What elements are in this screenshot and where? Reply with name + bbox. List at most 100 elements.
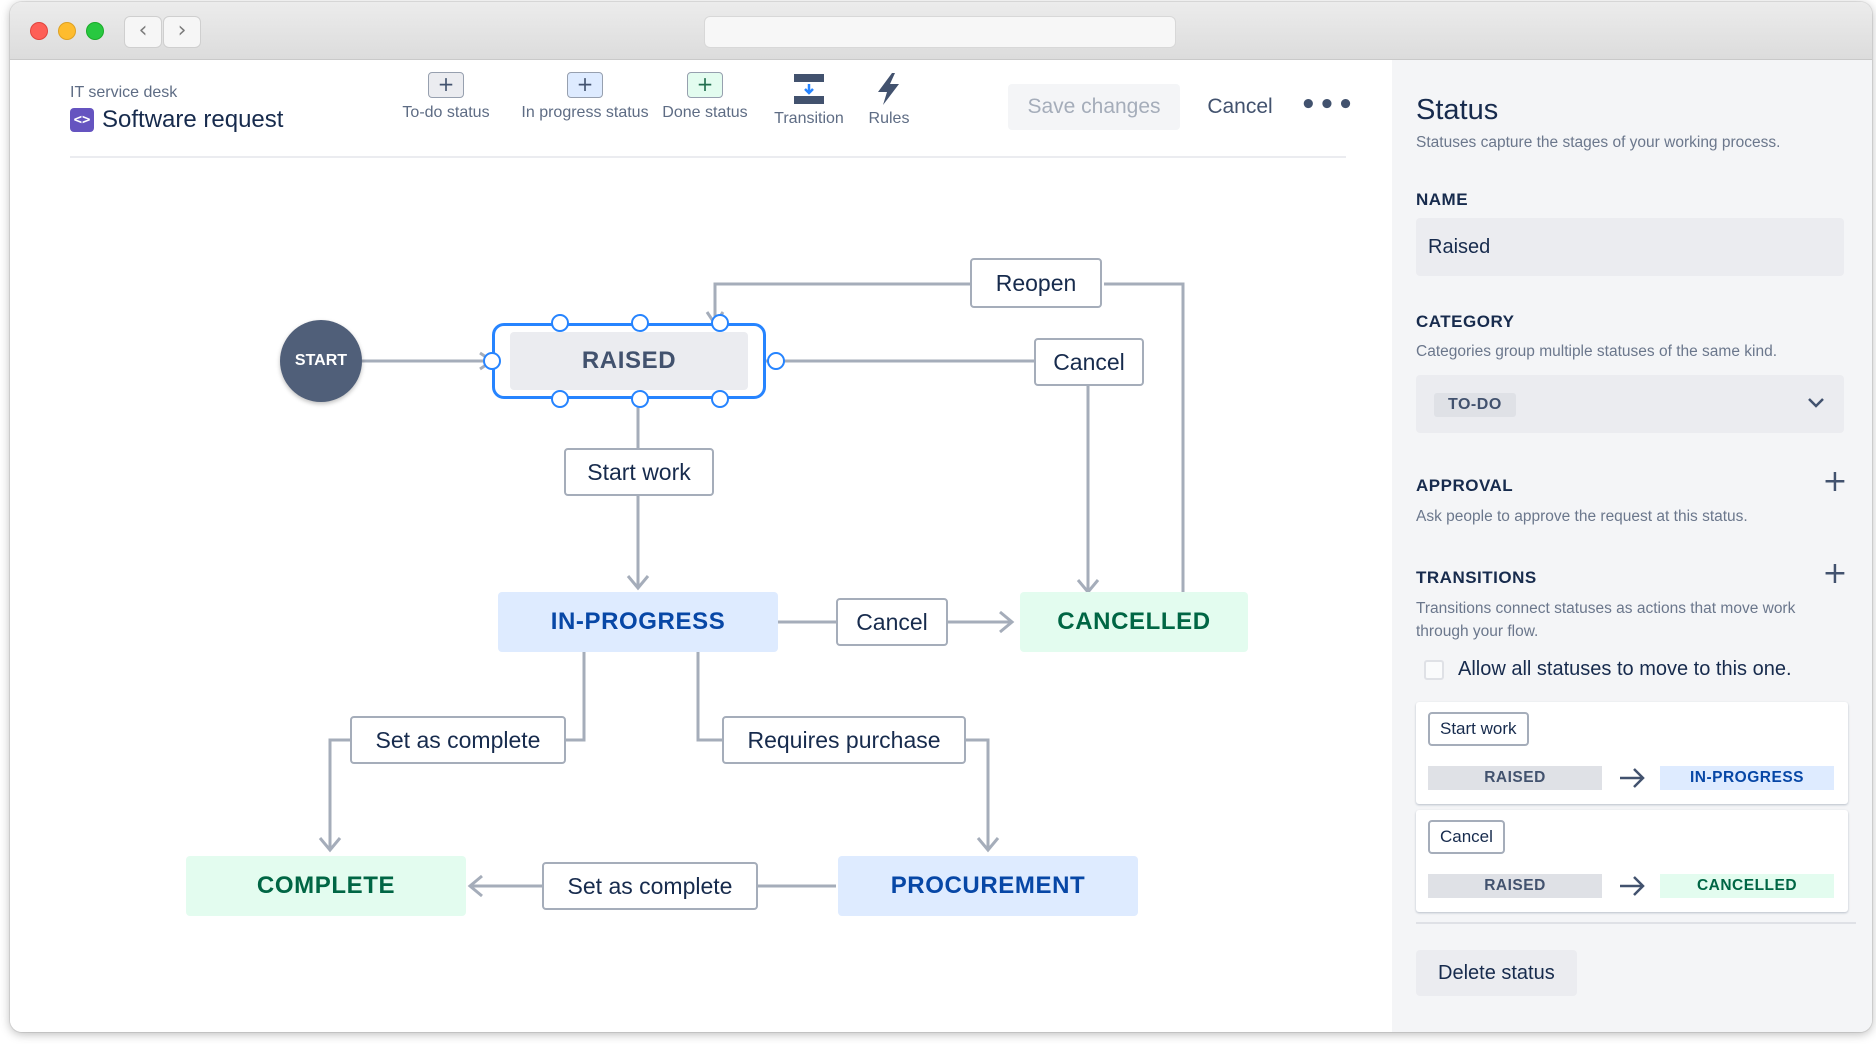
transition-start-work[interactable]: Start work xyxy=(564,448,714,496)
forward-button[interactable]: › xyxy=(163,16,201,48)
to-status-lozenge: IN-PROGRESS xyxy=(1660,766,1834,790)
minimize-window-button[interactable] xyxy=(58,22,76,40)
plus-icon: + xyxy=(687,72,723,98)
chevron-right-icon: › xyxy=(177,18,187,43)
category-select[interactable]: TO-DO xyxy=(1416,375,1844,433)
transition-cancel-in-progress[interactable]: Cancel xyxy=(836,598,948,646)
panel-title: Status xyxy=(1416,94,1499,126)
transition-requires-purchase[interactable]: Requires purchase xyxy=(722,716,966,764)
arrowhead xyxy=(626,575,650,591)
tool-label: Transition xyxy=(774,110,844,127)
arrowhead xyxy=(467,874,483,898)
transition-card[interactable]: Start work RAISED IN-PROGRESS xyxy=(1416,702,1848,804)
tool-label: Done status xyxy=(662,104,748,121)
connector-inprogress-purchase xyxy=(696,652,722,742)
chevron-left-icon: ‹ xyxy=(138,18,148,43)
resize-handle[interactable] xyxy=(551,314,569,332)
transition-card[interactable]: Cancel RAISED CANCELLED xyxy=(1416,810,1848,912)
window-titlebar: ‹ › xyxy=(10,2,1872,60)
header-divider xyxy=(70,156,1346,158)
allow-all-label: Allow all statuses to move to this one. xyxy=(1458,658,1792,680)
add-transition-icon[interactable]: + xyxy=(1822,556,1848,591)
selection-outline xyxy=(492,323,766,399)
transitions-label: TRANSITIONS xyxy=(1416,568,1537,587)
status-complete[interactable]: COMPLETE xyxy=(186,856,466,916)
resize-handle[interactable] xyxy=(483,352,501,370)
resize-handle[interactable] xyxy=(631,390,649,408)
approval-description: Ask people to approve the request at thi… xyxy=(1416,508,1748,525)
category-lozenge: TO-DO xyxy=(1434,393,1516,417)
add-in-progress-status-tool[interactable]: + In progress status xyxy=(496,72,674,122)
to-status-lozenge: CANCELLED xyxy=(1660,874,1834,898)
resize-handle[interactable] xyxy=(551,390,569,408)
from-status-lozenge: RAISED xyxy=(1428,874,1602,898)
transition-set-as-complete-procurement[interactable]: Set as complete xyxy=(542,862,758,910)
add-approval-icon[interactable]: + xyxy=(1822,464,1848,499)
allow-all-checkbox[interactable] xyxy=(1424,659,1444,680)
connectors xyxy=(318,282,1185,898)
arrowhead xyxy=(318,837,342,853)
cancel-button[interactable]: Cancel xyxy=(1190,84,1290,130)
transition-set-as-complete[interactable]: Set as complete xyxy=(350,716,566,764)
code-icon: <> xyxy=(70,108,94,132)
connector-reopen-left xyxy=(713,282,970,322)
resize-handle[interactable] xyxy=(711,314,729,332)
connector-inprogress-setcomplete xyxy=(566,652,586,742)
panel-divider xyxy=(1416,922,1856,924)
workflow-diagram[interactable]: START RAISED IN-PROGRESS CANCELLED COMPL… xyxy=(10,60,1392,1032)
transitions-description: Transitions connect statuses as actions … xyxy=(1416,600,1796,640)
project-name: Software request xyxy=(102,106,284,133)
lightning-icon xyxy=(878,73,899,105)
more-icon[interactable]: ••• xyxy=(1300,82,1354,128)
delete-status-button[interactable]: Delete status xyxy=(1416,950,1577,996)
browser-window: ‹ › IT service desk <> Software request … xyxy=(10,2,1872,1032)
add-transition-tool[interactable]: Transition xyxy=(762,72,856,128)
arrowhead xyxy=(999,610,1015,634)
name-label: NAME xyxy=(1416,190,1469,209)
transition-cancel-raised[interactable]: Cancel xyxy=(1034,338,1144,386)
category-label: CATEGORY xyxy=(1416,312,1515,331)
panel-subtitle: Statuses capture the stages of your work… xyxy=(1416,134,1781,151)
connector-setcomplete-complete xyxy=(328,738,350,850)
resize-handle[interactable] xyxy=(767,352,785,370)
plus-icon: + xyxy=(567,72,603,98)
maximize-window-button[interactable] xyxy=(86,22,104,40)
connector-purchase-procurement xyxy=(966,738,990,850)
tool-label: In progress status xyxy=(521,104,649,121)
arrowhead xyxy=(976,837,1000,853)
status-in-progress[interactable]: IN-PROGRESS xyxy=(498,592,778,652)
connector-reopen xyxy=(1104,282,1185,594)
status-details-panel: Status Statuses capture the stages of yo… xyxy=(1392,60,1872,1032)
status-procurement[interactable]: PROCUREMENT xyxy=(838,856,1138,916)
transition-reopen[interactable]: Reopen xyxy=(970,258,1102,308)
allow-all-row[interactable]: Allow all statuses to move to this one. xyxy=(1424,658,1792,681)
tool-label: Rules xyxy=(868,110,910,127)
transition-icon xyxy=(794,74,824,104)
status-raised[interactable]: RAISED xyxy=(510,332,748,390)
plus-icon: + xyxy=(428,72,464,98)
workflow-editor: IT service desk <> Software request + To… xyxy=(10,60,1392,1032)
chevron-down-icon xyxy=(1808,398,1824,408)
add-done-status-tool[interactable]: + Done status xyxy=(650,72,760,122)
start-node[interactable]: START xyxy=(280,320,362,402)
add-rule-tool[interactable]: Rules xyxy=(856,72,922,128)
transition-name: Start work xyxy=(1428,712,1529,746)
save-changes-button[interactable]: Save changes xyxy=(1008,84,1180,130)
from-status-lozenge: RAISED xyxy=(1428,766,1602,790)
project-type: IT service desk xyxy=(70,84,178,101)
resize-handle[interactable] xyxy=(631,314,649,332)
close-window-button[interactable] xyxy=(30,22,48,40)
address-bar[interactable] xyxy=(704,16,1176,48)
project-title: <> Software request xyxy=(70,106,283,134)
back-button[interactable]: ‹ xyxy=(124,16,162,48)
resize-handle[interactable] xyxy=(711,390,729,408)
status-cancelled[interactable]: CANCELLED xyxy=(1020,592,1248,652)
approval-label: APPROVAL xyxy=(1416,476,1514,495)
tool-label: To-do status xyxy=(402,104,490,121)
add-todo-status-tool[interactable]: + To-do status xyxy=(376,72,516,122)
arrow-right-icon xyxy=(1620,876,1645,896)
transition-name: Cancel xyxy=(1428,820,1505,854)
category-description: Categories group multiple statuses of th… xyxy=(1416,343,1777,360)
arrow-right-icon xyxy=(1620,768,1645,788)
status-name-input[interactable] xyxy=(1416,218,1844,276)
